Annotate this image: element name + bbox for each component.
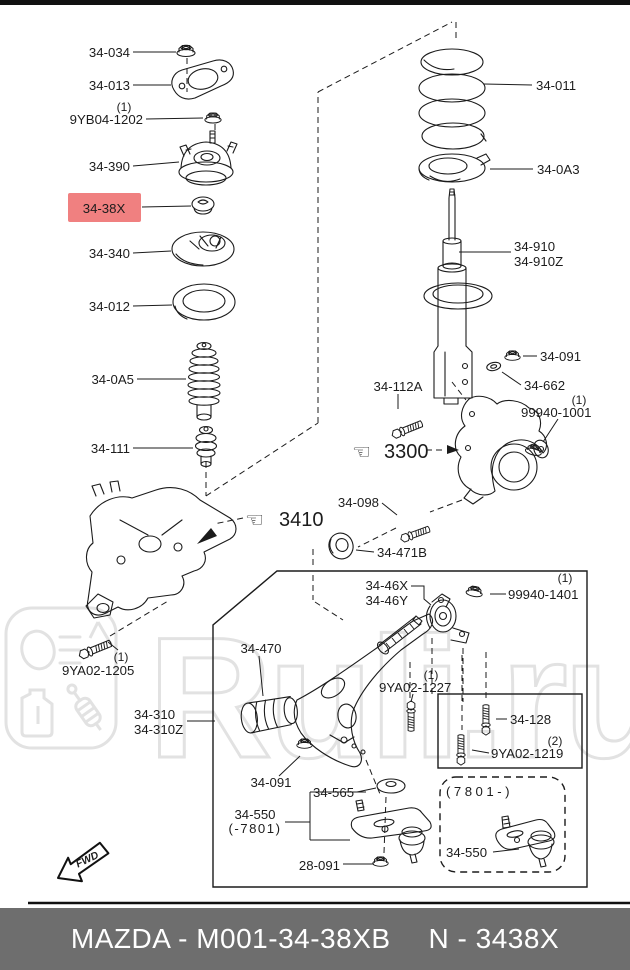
part-label-34-0A3[interactable]: 34-0A3 bbox=[537, 162, 580, 177]
part-label-2: (2) bbox=[548, 734, 563, 748]
part-label-9YA02-1227[interactable]: 9YA02-1227 bbox=[379, 680, 451, 695]
part-label-99940-1401[interactable]: 99940-1401 bbox=[508, 587, 578, 602]
part-label-34-471B[interactable]: 34-471B bbox=[377, 545, 427, 560]
part-label-34-098[interactable]: 34-098 bbox=[338, 495, 379, 510]
drawing-nut-9YB04-1202 bbox=[204, 112, 222, 124]
construction-lines bbox=[109, 21, 487, 854]
part-label-34-46Y[interactable]: 34-46Y bbox=[365, 593, 408, 608]
part-label-3410[interactable]: 3410 bbox=[279, 509, 324, 531]
drawing-washer-34-662 bbox=[485, 360, 502, 373]
drawing-bolt-9YA02-1205 bbox=[77, 638, 114, 661]
diagram-svg: Ruli.ru bbox=[0, 0, 630, 905]
callout-arrow-3300 bbox=[447, 445, 459, 454]
drawing-ball-joint-late-34-550 bbox=[495, 815, 556, 868]
part-label-1: (1) bbox=[424, 668, 439, 682]
assembly-box bbox=[212, 570, 588, 888]
part-label-1: (1) bbox=[114, 650, 129, 664]
footer-part-number: MAZDA - M001-34-38XB bbox=[70, 923, 391, 954]
part-label-34-128[interactable]: 34-128 bbox=[510, 712, 551, 727]
drawing-seat-rubber-34-012 bbox=[172, 283, 236, 321]
footer-catalog-number: N - 3438X bbox=[428, 923, 560, 954]
leader-lines bbox=[107, 51, 559, 865]
drawing-coil-spring-34-011 bbox=[418, 48, 487, 150]
part-label-7801-: (7801-) bbox=[446, 784, 513, 799]
part-label-34-550[interactable]: 34-550 bbox=[234, 807, 275, 822]
drawing-bushing-34-470 bbox=[240, 696, 298, 734]
hand-pointer-icon: ☜ bbox=[352, 441, 371, 464]
drawing-grommet-34-471B bbox=[328, 532, 354, 560]
part-label-34-46X[interactable]: 34-46X bbox=[365, 578, 408, 593]
drawing-bump-stop-34-111 bbox=[194, 425, 218, 468]
drawing-nut-34-034 bbox=[176, 44, 196, 58]
drawing-strut-mount-34-390 bbox=[178, 130, 238, 186]
drawing-nut-28-091 bbox=[372, 856, 389, 867]
part-label-34-390[interactable]: 34-390 bbox=[89, 159, 130, 174]
drawing-dust-seal-34-565 bbox=[376, 778, 406, 794]
drawing-spring-seat-lower-34-0A3 bbox=[418, 153, 491, 183]
drawing-control-arm-34-310 bbox=[293, 613, 434, 768]
part-label-34-310Z[interactable]: 34-310Z bbox=[134, 722, 183, 737]
part-label-9YB04-1202[interactable]: 9YB04-1202 bbox=[70, 112, 143, 127]
part-label-34-011[interactable]: 34-011 bbox=[536, 78, 576, 93]
part-label-3300[interactable]: 3300 bbox=[384, 441, 429, 463]
part-label-34-012[interactable]: 34-012 bbox=[89, 299, 130, 314]
part-label-34-470[interactable]: 34-470 bbox=[240, 641, 281, 656]
drawing-bushing-34-46X bbox=[425, 593, 470, 644]
drawing-ball-joint-early-34-550 bbox=[350, 799, 432, 864]
drawing-steering-knuckle bbox=[454, 395, 549, 505]
drawing-grommet-34-38X bbox=[191, 196, 215, 215]
part-label-34-340[interactable]: 34-340 bbox=[89, 246, 130, 261]
drawing-strut-34-910 bbox=[423, 188, 493, 405]
part-label-1: (1) bbox=[117, 100, 132, 114]
part-label-1: (1) bbox=[572, 393, 587, 407]
callout-arrow-3410 bbox=[197, 528, 217, 544]
drawing-nut-99940-1401 bbox=[465, 584, 484, 599]
part-label-34-550[interactable]: 34-550 bbox=[446, 845, 487, 860]
drawing-bolt-34-112A bbox=[390, 418, 425, 441]
part-label-9YA02-1219[interactable]: 9YA02-1219 bbox=[491, 746, 563, 761]
part-label-34-662[interactable]: 34-662 bbox=[524, 378, 565, 393]
hand-pointer-icon: ☜ bbox=[245, 509, 264, 532]
drawing-bolt-34-098 bbox=[398, 524, 432, 544]
part-label-34-38X[interactable]: 34-38X bbox=[83, 201, 126, 216]
bolt-detail-box bbox=[437, 693, 583, 769]
part-label-34-0A5[interactable]: 34-0A5 bbox=[91, 372, 134, 387]
watermark-logo-box bbox=[4, 606, 118, 750]
part-labels: 34-03434-013(1)9YB04-120234-39034-38X34-… bbox=[62, 45, 591, 873]
part-label-34-910[interactable]: 34-910 bbox=[514, 239, 555, 254]
fwd-arrow: FWD bbox=[57, 841, 110, 883]
part-label-34-013[interactable]: 34-013 bbox=[89, 78, 130, 93]
part-label-34-111[interactable]: 34-111 bbox=[91, 441, 130, 456]
part-label-34-034[interactable]: 34-034 bbox=[89, 45, 130, 60]
late-version-box bbox=[439, 776, 566, 873]
part-label-28-091[interactable]: 28-091 bbox=[299, 858, 340, 873]
part-label-9YA02-1205[interactable]: 9YA02-1205 bbox=[62, 663, 134, 678]
part-label-34-112A[interactable]: 34-112A bbox=[374, 379, 423, 394]
top-border bbox=[0, 0, 630, 5]
part-label-34-091[interactable]: 34-091 bbox=[250, 775, 291, 790]
part-label-99940-1001[interactable]: 99940-1001 bbox=[521, 405, 591, 420]
watermark-logo-icons bbox=[20, 621, 114, 738]
part-label-34-310[interactable]: 34-310 bbox=[134, 707, 175, 722]
part-label-34-910Z[interactable]: 34-910Z bbox=[514, 254, 563, 269]
highlight-box[interactable] bbox=[68, 193, 141, 222]
part-label-34-565[interactable]: 34-565 bbox=[313, 785, 354, 800]
drawing-dust-boot-34-0A5 bbox=[187, 341, 221, 421]
part-label--7801: (-7801) bbox=[228, 821, 281, 836]
drawing-crossmember bbox=[85, 480, 237, 619]
part-label-1: (1) bbox=[558, 571, 573, 585]
drawing-nut-34-091-strut bbox=[504, 350, 521, 361]
drawing-spring-seat-34-340 bbox=[171, 231, 235, 267]
watermark-text: Ruli.ru bbox=[148, 602, 630, 794]
part-label-34-091[interactable]: 34-091 bbox=[540, 349, 581, 364]
footer-bar: MAZDA - M001-34-38XB N - 3438X bbox=[0, 908, 630, 970]
watermark: Ruli.ru bbox=[4, 601, 630, 796]
drawing-mount-plate-34-013 bbox=[171, 59, 234, 100]
